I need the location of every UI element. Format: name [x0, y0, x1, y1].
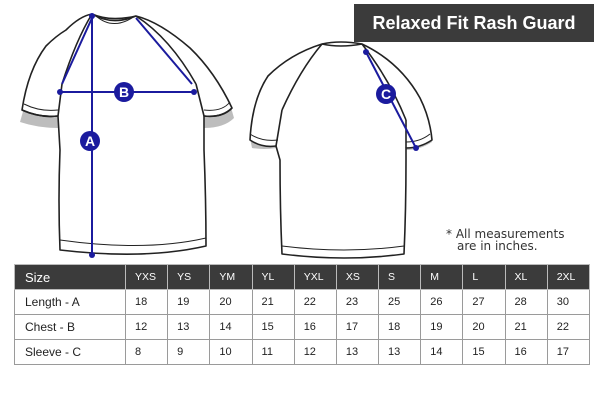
- size-header: L: [462, 264, 506, 290]
- title-text: Relaxed Fit Rash Guard: [372, 12, 576, 33]
- size-header: YM: [209, 264, 253, 290]
- row-label: Length - A: [14, 289, 126, 315]
- title-banner: Relaxed Fit Rash Guard: [354, 4, 594, 42]
- table-cell: 23: [335, 289, 380, 315]
- table-cell: 12: [293, 339, 337, 365]
- table-cell: 18: [378, 314, 422, 340]
- table-cell: 18: [124, 289, 169, 315]
- table-row: Sleeve - C 8 9 10 11 12 13 13 14 15 16 1…: [14, 339, 591, 365]
- measurement-dots-front: [57, 13, 197, 258]
- table-cell: 8: [124, 339, 169, 365]
- measurement-note: * All measurements are in inches.: [446, 228, 596, 252]
- back-shirt-icon: [249, 41, 433, 259]
- table-cell: 21: [251, 289, 295, 315]
- size-header: XS: [335, 264, 380, 290]
- size-header: S: [378, 264, 422, 290]
- table-cell: 21: [504, 314, 548, 340]
- table-cell: 13: [378, 339, 422, 365]
- table-cell: 22: [293, 289, 337, 315]
- table-cell: 22: [546, 314, 591, 340]
- table-cell: 25: [378, 289, 422, 315]
- row-label: Chest - B: [14, 314, 126, 340]
- size-header: XL: [504, 264, 548, 290]
- size-header: YL: [251, 264, 295, 290]
- note-line-1: * All measurements: [446, 227, 565, 241]
- table-cell: 15: [462, 339, 506, 365]
- row-label: Sleeve - C: [14, 339, 126, 365]
- shirt-illustration: A B C: [20, 13, 433, 259]
- marker-b: B: [114, 82, 134, 102]
- svg-text:B: B: [119, 84, 129, 100]
- svg-text:C: C: [381, 86, 391, 102]
- table-cell: 16: [504, 339, 548, 365]
- table-cell: 19: [167, 289, 211, 315]
- table-cell: 15: [251, 314, 295, 340]
- size-header: YXL: [293, 264, 337, 290]
- table-cell: 14: [420, 339, 464, 365]
- table-cell: 17: [546, 339, 591, 365]
- measurement-dots-back: [363, 49, 419, 151]
- size-header: YXS: [124, 264, 169, 290]
- marker-a: A: [80, 131, 100, 151]
- table-cell: 10: [209, 339, 253, 365]
- table-cell: 13: [335, 339, 380, 365]
- size-header: M: [420, 264, 464, 290]
- table-cell: 17: [335, 314, 380, 340]
- table-cell: 11: [251, 339, 295, 365]
- size-header: YS: [167, 264, 211, 290]
- table-cell: 28: [504, 289, 548, 315]
- table-cell: 12: [124, 314, 169, 340]
- table-cell: 14: [209, 314, 253, 340]
- table-cell: 19: [420, 314, 464, 340]
- size-header: 2XL: [546, 264, 591, 290]
- size-chart-table: Size YXS YS YM YL YXL XS S M L XL 2XL Le…: [14, 264, 591, 365]
- table-corner-header: Size: [14, 264, 126, 290]
- table-cell: 20: [462, 314, 506, 340]
- table-cell: 26: [420, 289, 464, 315]
- svg-text:A: A: [85, 133, 95, 149]
- table-cell: 30: [546, 289, 591, 315]
- table-row: Chest - B 12 13 14 15 16 17 18 19 20 21 …: [14, 314, 591, 340]
- table-cell: 9: [167, 339, 211, 365]
- table-cell: 16: [293, 314, 337, 340]
- table-cell: 27: [462, 289, 506, 315]
- table-row: Length - A 18 19 20 21 22 23 25 26 27 28…: [14, 289, 591, 315]
- marker-c: C: [376, 84, 396, 104]
- table-cell: 20: [209, 289, 253, 315]
- table-header-row: Size YXS YS YM YL YXL XS S M L XL 2XL: [14, 264, 591, 290]
- front-shirt-icon: [20, 13, 234, 255]
- note-line-2: are in inches.: [457, 239, 538, 253]
- table-cell: 13: [167, 314, 211, 340]
